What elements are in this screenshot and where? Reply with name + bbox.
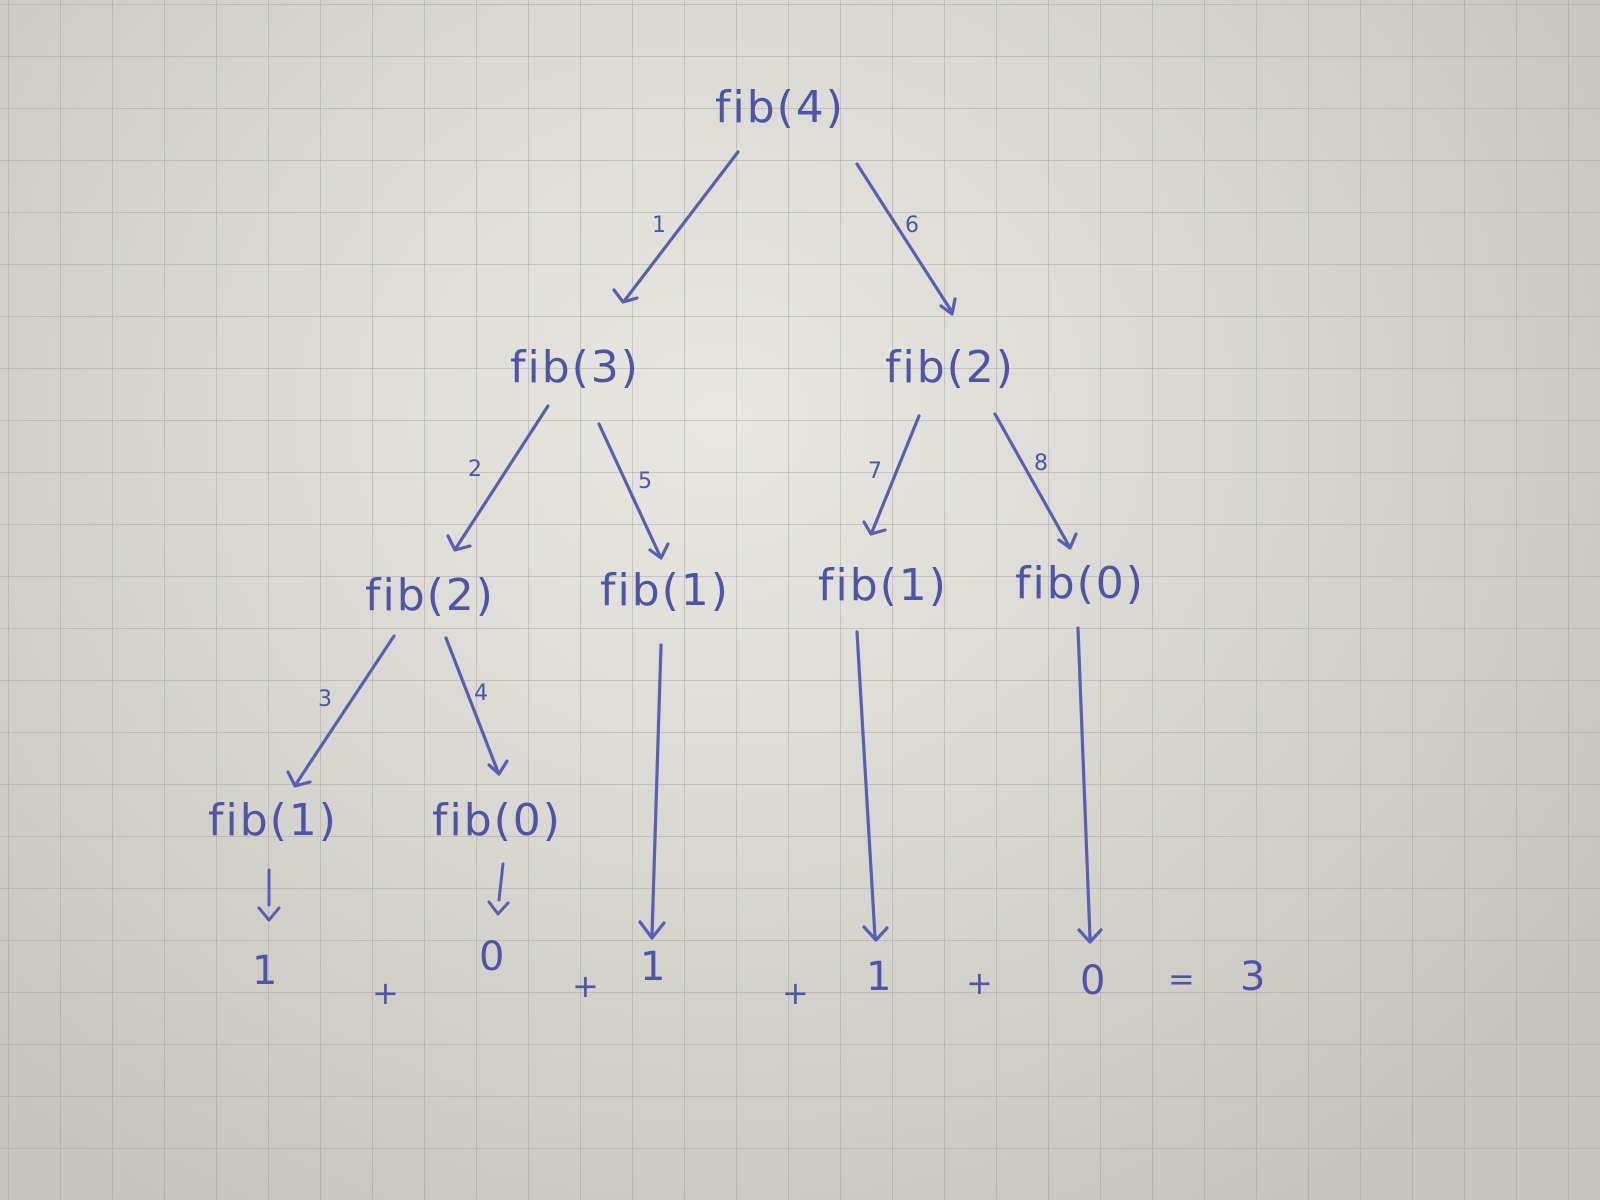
- result-4: 1: [866, 954, 891, 1000]
- node-fib2-left: fib(2): [365, 570, 495, 621]
- edge-arrow-5: [597, 422, 670, 560]
- result-3: 1: [640, 944, 665, 990]
- edge-arrow-3: [286, 634, 396, 788]
- edge-label-2: 2: [468, 457, 482, 482]
- node-fib2-right: fib(2): [885, 342, 1015, 393]
- edge-arrow-8: [993, 412, 1078, 550]
- total-result: 3: [1240, 954, 1265, 1000]
- result-5: 0: [1080, 958, 1105, 1004]
- equals-sign: =: [1168, 960, 1195, 998]
- edge-arrow-4: [444, 636, 509, 776]
- edge-label-1: 1: [652, 213, 666, 238]
- edge-label-4: 4: [474, 681, 488, 706]
- node-fib1-leaf: fib(1): [208, 795, 338, 846]
- edge-arrow-6: [855, 162, 957, 316]
- node-fib1-mid-b: fib(1): [818, 560, 948, 611]
- plus-operator-3: +: [782, 974, 809, 1012]
- node-fib0-right: fib(0): [1015, 558, 1145, 609]
- node-fib3: fib(3): [510, 342, 640, 393]
- down-arrow-fib1-mid-a: [638, 643, 666, 940]
- node-fib0-leaf: fib(0): [432, 795, 562, 846]
- edge-label-6: 6: [905, 213, 919, 238]
- down-arrow-fib1-mid-b: [855, 630, 889, 942]
- edge-label-5: 5: [638, 469, 652, 494]
- down-arrow-fib1-leaf: [257, 868, 281, 922]
- edge-arrow-2: [446, 404, 550, 552]
- result-2: 0: [479, 934, 504, 980]
- edge-label-8: 8: [1034, 451, 1048, 476]
- node-fib4: fib(4): [715, 82, 845, 133]
- result-1: 1: [252, 948, 277, 994]
- edge-arrow-1: [612, 150, 740, 304]
- plus-operator-2: +: [572, 967, 599, 1005]
- edge-arrow-7: [862, 414, 921, 536]
- edge-label-3: 3: [318, 687, 332, 712]
- plus-operator-1: +: [372, 974, 399, 1012]
- plus-operator-4: +: [966, 964, 993, 1002]
- down-arrow-fib0-leaf: [487, 862, 510, 916]
- down-arrow-fib0-right: [1076, 626, 1103, 944]
- edge-label-7: 7: [868, 459, 882, 484]
- node-fib1-mid-a: fib(1): [600, 565, 730, 616]
